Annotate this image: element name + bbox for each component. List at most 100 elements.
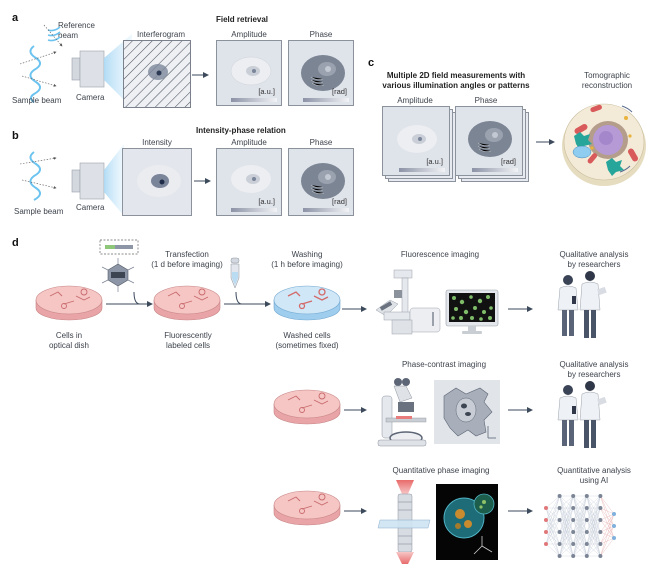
amplitude-label-a: Amplitude [231,30,267,39]
nn-hidden-node [598,530,603,534]
amplitude-unit-b: [a.u.] [258,197,275,206]
nn-connection [545,543,560,557]
nn-hidden-node [571,506,576,510]
nn-connection [600,513,615,521]
analysis-label-1-line2: by researchers [567,259,621,269]
nn-hidden-node [557,530,562,534]
nn-connection [559,495,574,509]
arrow-washing [224,291,271,307]
nn-connection [586,531,601,557]
interferogram-label: Interferogram [136,30,186,39]
nn-hidden-node [571,542,576,546]
amplitude-colorbar-a [231,98,277,102]
camera-label-a: Camera [76,93,105,102]
nn-hidden-node [584,518,589,522]
nn-hidden-node [557,554,562,558]
researcher-1 [557,385,579,446]
nn-connection [586,519,601,557]
petri-dish-row2 [273,389,341,425]
fluorescent-cells [451,295,493,321]
nn-connection [573,495,587,545]
arrow-transfection [106,291,153,307]
nn-connection [545,519,560,545]
tomographic-label-line2: reconstruction [581,80,633,90]
amplitude-colorbar-c [399,168,445,172]
multiple-measurements-title-line1: Multiple 2D field measurements with [386,71,526,80]
phase-colorbar-a [303,98,349,102]
nn-connection [559,519,574,557]
phase-unit-a: [rad] [331,87,347,96]
phase-contrast-image [434,380,500,444]
camera-label-b: Camera [76,203,105,212]
nn-output-node [612,512,616,516]
nn-connection [600,495,615,515]
nn-connection [559,495,574,557]
pipette-tube-icon [230,257,240,289]
phase-image-c: [rad] [455,106,523,176]
panel-b-letter: b [12,130,19,142]
reference-beam-label: Reference beam [58,21,95,40]
washing-label-line2: (1 h before imaging) [271,259,343,269]
reference-beam-icon [47,26,61,42]
panel-c-letter: c [368,57,375,69]
sample-beam-label-a: Sample beam [12,96,62,105]
amplitude-unit-a: [a.u.] [258,87,275,96]
dish1-label-line2: optical dish [48,340,90,350]
nn-connection [573,507,587,557]
dish3-label-line2: (sometimes fixed) [275,340,339,350]
nn-connection [573,519,587,557]
dish2-label-line2: labeled cells [165,340,211,350]
qpi-objective-icon [377,480,431,564]
sample-beam-wave [29,45,41,103]
nn-output-node [612,536,616,540]
nn-connection [573,543,587,557]
nn-connection [586,495,601,521]
nn-connection [600,525,615,557]
nn-hidden-node [584,494,589,498]
researchers-illustration-2 [550,380,610,452]
nn-connection [600,513,615,557]
dish3-label: Washed cells (sometimes fixed) [262,331,352,350]
intensity-phase-title: Intensity-phase relation [196,126,286,135]
nn-connection [559,543,574,557]
arrow-a [192,72,209,78]
nn-hidden-node [598,542,603,546]
arrow-c [536,139,555,145]
nn-connection [573,495,587,533]
multiple-measurements-title-line2: various illumination angles or patterns [382,80,530,90]
petri-dish-cells [35,285,103,321]
panel-d-letter: d [12,237,19,249]
nn-connection [600,507,615,515]
nn-connection [573,495,587,521]
arrow-to-analysis-2 [508,407,533,413]
nn-hidden-node [571,530,576,534]
nn-connection [559,495,574,533]
nn-hidden-node [598,494,603,498]
nn-hidden-node [571,554,576,558]
nn-hidden-node [557,518,562,522]
transfection-label-line2: (1 d before imaging) [151,259,223,269]
dish1-label: Cells in optical dish [34,331,104,350]
dish1-label-line1: Cells in [55,331,83,340]
intensity-image [122,148,192,216]
nn-hidden-node [584,554,589,558]
phase-label-c: Phase [474,96,498,105]
researcher-1 [557,275,579,336]
arrow-to-phase-contrast [344,407,367,413]
nn-hidden-node [557,542,562,546]
nn-hidden-node [598,506,603,510]
nn-connection [573,531,587,557]
phase-label-a: Phase [309,30,333,39]
nn-connection [573,495,587,509]
sample-beam-label-b: Sample beam [14,207,64,216]
analysis-label-1: Qualitative analysis by researchers [544,250,644,269]
amplitude-label-b: Amplitude [231,138,267,147]
nn-connection [559,507,574,557]
nn-connection [545,495,560,521]
arrow-b [194,178,211,184]
transfection-label-line1: Transfection [165,250,209,259]
phase-image-b: [rad] [288,148,354,216]
amplitude-image-b: [a.u.] [216,148,282,216]
nn-connection [600,513,615,545]
nn-connection [586,495,601,509]
